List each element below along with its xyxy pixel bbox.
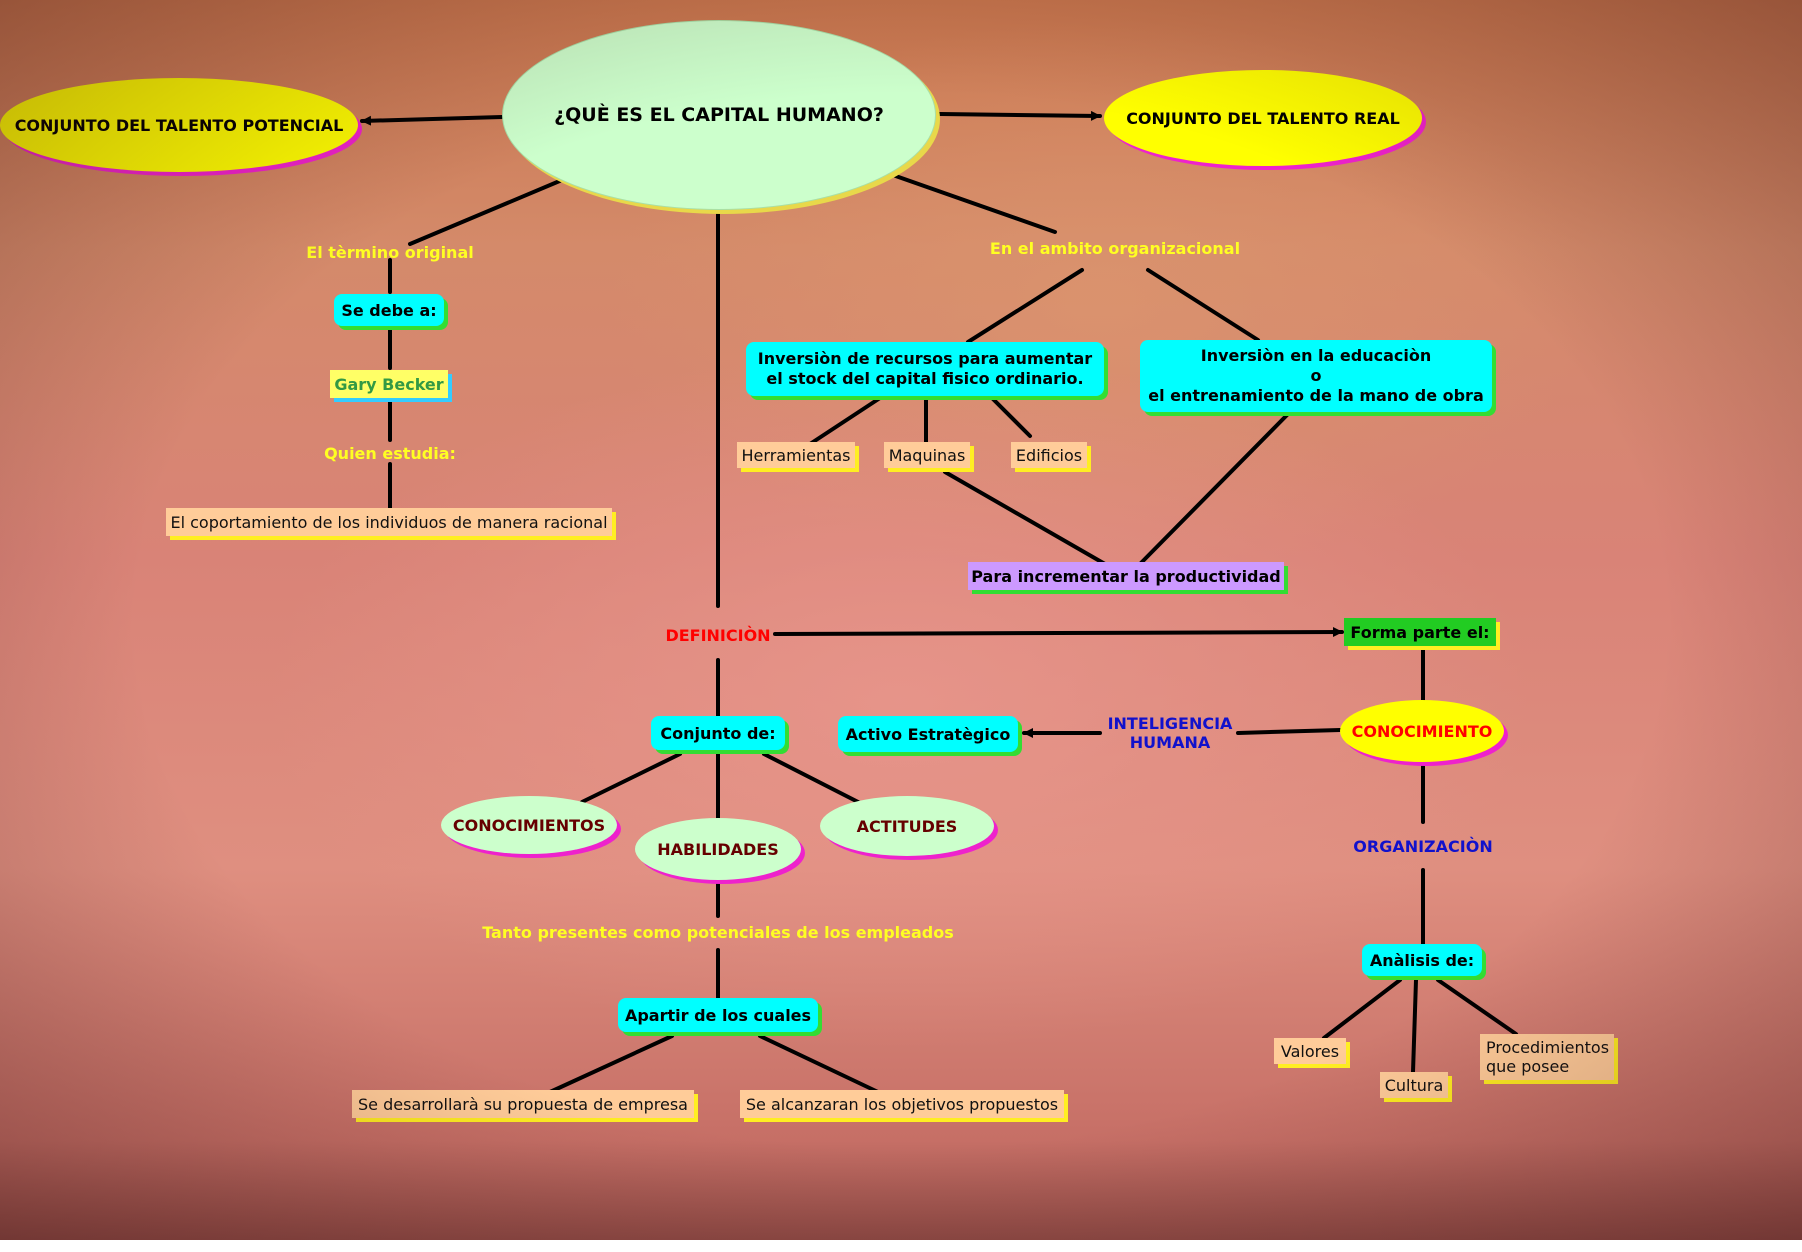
productividad-box: Para incrementar la productividad <box>968 562 1284 590</box>
maquinas-text: Maquinas <box>888 445 966 465</box>
line-ambito-recursos <box>966 268 1084 344</box>
line-maquinas-productividad <box>943 470 1107 566</box>
line-title-termino <box>408 178 564 246</box>
conocimientos-ellipse: CONOCIMIENTOS <box>441 796 617 854</box>
talento-potencial-text: CONJUNTO DEL TALENTO POTENCIAL <box>14 115 344 135</box>
talento-potencial-ellipse: CONJUNTO DEL TALENTO POTENCIAL <box>0 78 358 172</box>
inversion-recursos-line1: Inversiòn de recursos para aumentar <box>757 349 1093 368</box>
inteligencia-line1: INTELIGENCIA <box>1107 714 1233 733</box>
herramientas-box: Herramientas <box>737 442 855 468</box>
inversion-educacion-box: Inversiòn en la educaciòn o el entrenami… <box>1140 340 1492 412</box>
apartir-box: Apartir de los cuales <box>618 998 818 1032</box>
line-conocimiento-inteligencia <box>1236 728 1342 735</box>
gary-becker-text: Gary Becker <box>334 374 444 394</box>
forma-parte-text: Forma parte el: <box>1350 622 1490 642</box>
productividad-text: Para incrementar la productividad <box>971 566 1281 586</box>
line-analisis-valores <box>1322 978 1402 1040</box>
herramientas-text: Herramientas <box>741 445 851 465</box>
line-title-ambito <box>888 172 1057 234</box>
line-recursos-edificios <box>990 396 1032 438</box>
activo-estrategico-box: Activo Estratègico <box>838 716 1018 752</box>
se-debe-box: Se debe a: <box>334 294 444 326</box>
procedimientos-line2: que posee <box>1486 1057 1570 1076</box>
inversion-recursos-box: Inversiòn de recursos para aumentar el s… <box>746 342 1104 396</box>
tanto-presentes-label: Tanto presentes como potenciales de los … <box>482 922 954 942</box>
inversion-educacion-line2: o <box>1310 366 1322 385</box>
arrow-to-talento-real <box>938 110 1102 121</box>
gary-becker-box: Gary Becker <box>330 370 448 398</box>
quien-estudia-label: Quien estudia: <box>324 443 456 463</box>
line-recursos-herramientas <box>808 396 882 446</box>
ambito-label: En el ambito organizacional <box>989 238 1241 258</box>
desarrollara-text: Se desarrollarà su propuesta de empresa <box>358 1094 688 1114</box>
activo-estrategico-text: Activo Estratègico <box>845 724 1011 744</box>
analisis-text: Anàlisis de: <box>1369 950 1475 970</box>
title-ellipse: ¿QUÈ ES EL CAPITAL HUMANO? <box>502 20 936 210</box>
talento-real-ellipse: CONJUNTO DEL TALENTO REAL <box>1104 70 1422 166</box>
valores-box: Valores <box>1274 1038 1346 1064</box>
talento-real-text: CONJUNTO DEL TALENTO REAL <box>1126 108 1400 128</box>
actitudes-text: ACTITUDES <box>856 816 958 836</box>
forma-parte-box: Forma parte el: <box>1344 618 1496 646</box>
alcanzaran-text: Se alcanzaran los objetivos propuestos <box>745 1094 1059 1114</box>
desarrollara-box: Se desarrollarà su propuesta de empresa <box>352 1090 694 1118</box>
line-apartir-desarrollara <box>548 1034 674 1094</box>
inteligencia-line2: HUMANA <box>1129 733 1211 752</box>
line-ambito-educacion <box>1146 268 1260 342</box>
analisis-box: Anàlisis de: <box>1362 944 1482 976</box>
comportamiento-text: El coportamiento de los individuos de ma… <box>170 512 608 532</box>
definicion-label: DEFINICIÒN <box>665 625 771 645</box>
edificios-box: Edificios <box>1011 442 1087 468</box>
arrow-to-talento-potencial <box>360 115 504 126</box>
valores-text: Valores <box>1280 1041 1340 1061</box>
actitudes-ellipse: ACTITUDES <box>820 796 994 856</box>
alcanzaran-box: Se alcanzaran los objetivos propuestos <box>740 1090 1064 1118</box>
cultura-text: Cultura <box>1384 1075 1444 1095</box>
cultura-box: Cultura <box>1380 1072 1448 1098</box>
line-analisis-cultura <box>1411 978 1418 1074</box>
inversion-educacion-line3: el entrenamiento de la mano de obra <box>1148 386 1484 405</box>
conocimientos-text: CONOCIMIENTOS <box>452 815 606 835</box>
se-debe-text: Se debe a: <box>341 300 437 320</box>
title-text: ¿QUÈ ES EL CAPITAL HUMANO? <box>554 104 884 126</box>
line-analisis-procedimientos <box>1436 978 1518 1036</box>
inversion-educacion-line1: Inversiòn en la educaciòn <box>1200 346 1432 365</box>
arrow-definicion-forma-parte <box>773 627 1344 638</box>
maquinas-box: Maquinas <box>884 442 970 468</box>
termino-original-label: El tèrmino original <box>306 242 474 262</box>
line-conjunto-actitudes <box>762 752 864 806</box>
conocimiento-ellipse: CONOCIMIENTO <box>1340 700 1504 762</box>
line-conjunto-conocimientos <box>580 752 682 804</box>
organizacion-label: ORGANIZACIÒN <box>1353 836 1493 856</box>
habilidades-ellipse: HABILIDADES <box>635 818 801 880</box>
line-educacion-productividad <box>1138 412 1290 566</box>
procedimientos-box: Procedimientos que posee <box>1480 1034 1614 1080</box>
comportamiento-box: El coportamiento de los individuos de ma… <box>166 508 612 536</box>
conjunto-de-text: Conjunto de: <box>660 723 776 743</box>
conocimiento-text: CONOCIMIENTO <box>1351 721 1493 741</box>
line-apartir-alcanzaran <box>758 1034 880 1094</box>
inversion-recursos-line2: el stock del capital fisico ordinario. <box>766 369 1084 388</box>
apartir-text: Apartir de los cuales <box>624 1005 812 1025</box>
procedimientos-line1: Procedimientos <box>1486 1038 1610 1057</box>
inteligencia-humana-label: INTELIGENCIA HUMANA <box>1100 712 1240 754</box>
habilidades-text: HABILIDADES <box>657 839 779 859</box>
edificios-text: Edificios <box>1015 445 1083 465</box>
conjunto-de-box: Conjunto de: <box>651 716 785 750</box>
